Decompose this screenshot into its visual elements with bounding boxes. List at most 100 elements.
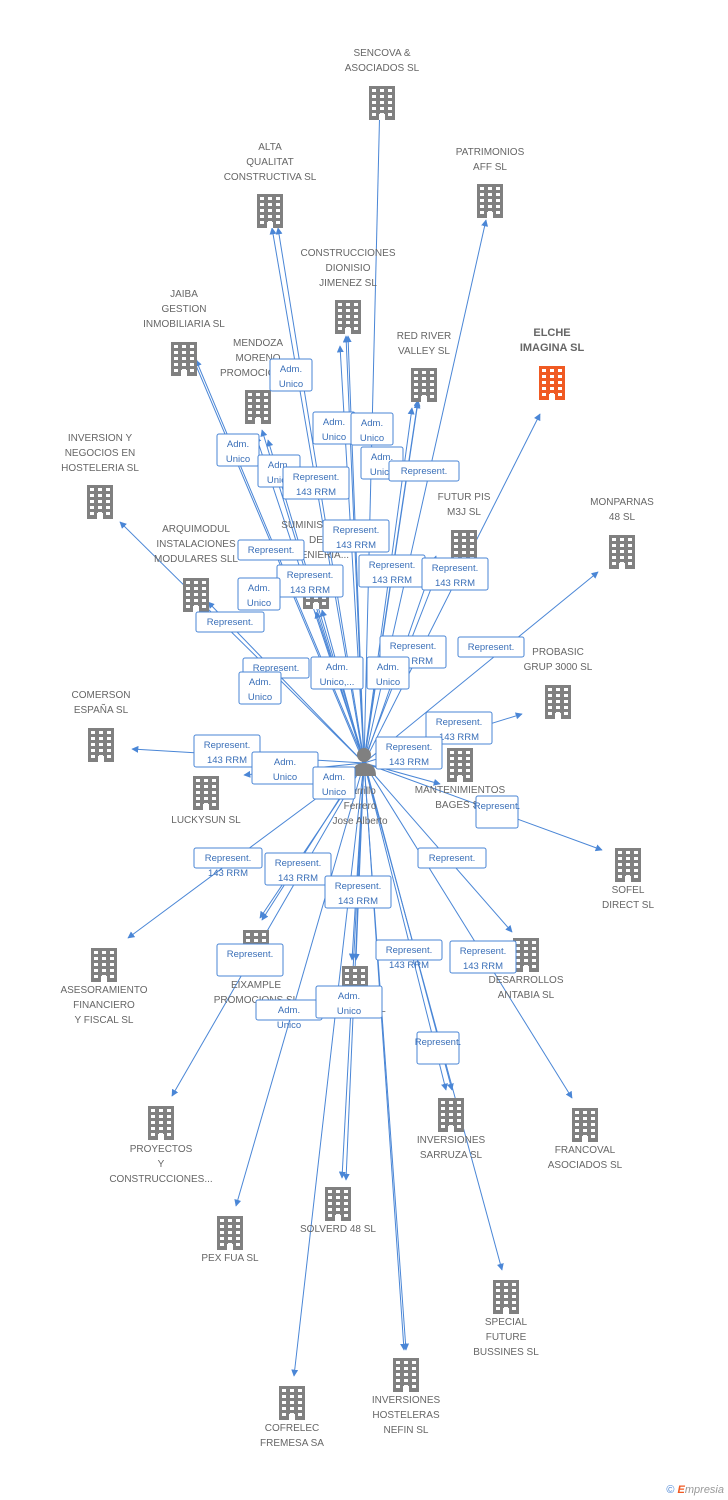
building-window xyxy=(190,357,194,360)
person-name: Jose Alberto xyxy=(332,816,387,827)
relation-label[interactable]: Adm.Unico xyxy=(312,766,356,800)
company-node-proyectos[interactable]: PROYECTOSYCONSTRUCCIONES... xyxy=(109,1106,213,1185)
relation-label[interactable]: Represent.143 RRM xyxy=(193,734,261,768)
building-window xyxy=(496,193,500,196)
building-window xyxy=(372,95,376,98)
building-window xyxy=(182,351,186,354)
relation-label[interactable]: Represent.143 RRM xyxy=(322,519,390,553)
relation-label[interactable]: Represent. xyxy=(195,611,265,633)
company-node-solverd[interactable]: SOLVERD 48 SL xyxy=(300,1187,376,1235)
company-name: BUSSINES SL xyxy=(473,1347,539,1358)
brand-logo[interactable]: Empresia xyxy=(677,1484,724,1496)
building-window xyxy=(159,1109,163,1112)
relation-label[interactable]: Represent.143 RRM xyxy=(375,939,443,971)
relation-label[interactable]: Represent. xyxy=(388,460,460,482)
building-window xyxy=(388,113,392,116)
building-window xyxy=(441,1125,445,1128)
building-window xyxy=(264,393,268,396)
relation-label[interactable]: Adm.Unico xyxy=(238,671,282,705)
building-window xyxy=(110,957,114,960)
building-window xyxy=(558,381,562,384)
relation-label[interactable]: Adm.Unico,... xyxy=(310,656,364,690)
building-window xyxy=(612,550,616,553)
relation-label[interactable]: Represent.143 RRM xyxy=(358,554,426,588)
relation-label[interactable]: Adm.Unico xyxy=(269,358,313,392)
building-window xyxy=(634,863,638,866)
building-icon xyxy=(148,1106,174,1140)
relation-label[interactable]: Represent. xyxy=(474,795,520,829)
building-window xyxy=(583,1123,587,1126)
relation-label[interactable]: Adm.Unico xyxy=(216,433,260,467)
company-name: Y FISCAL SL xyxy=(75,1015,134,1026)
building-window xyxy=(174,351,178,354)
company-node-pexfua[interactable]: PEX FUA SL xyxy=(201,1216,259,1264)
relation-label[interactable]: Represent.143 RRM xyxy=(449,940,517,974)
building-window xyxy=(388,107,392,110)
relation-label[interactable]: Adm.Unico xyxy=(251,751,319,785)
relation-label[interactable]: Adm.Unico xyxy=(350,412,394,446)
relation-label[interactable]: Represent.143 RRM xyxy=(276,564,344,598)
relation-label[interactable]: Adm.Unico xyxy=(315,985,383,1019)
relation-label-text: Unico xyxy=(322,432,346,443)
relation-label[interactable]: Adm.Unico xyxy=(237,577,281,611)
relation-label[interactable]: Adm.Unico xyxy=(255,999,323,1031)
relation-label[interactable]: Represent. xyxy=(415,1031,461,1065)
building-window xyxy=(212,797,216,800)
relation-label[interactable]: Represent.143 RRM xyxy=(193,847,263,879)
building-door xyxy=(345,328,351,334)
building-window xyxy=(449,1107,453,1110)
building-window xyxy=(612,538,616,541)
relation-label[interactable]: Represent.143 RRM xyxy=(425,711,493,745)
building-window xyxy=(372,107,376,110)
relation-label-text: Represent. xyxy=(468,642,514,653)
company-name: GRUP 3000 SL xyxy=(524,662,593,673)
relation-label[interactable]: Adm. Unico xyxy=(312,411,356,445)
relation-label[interactable]: Represent. xyxy=(417,847,487,869)
relation-label[interactable]: Represent.143 RRM xyxy=(421,557,489,591)
relation-label[interactable]: Represent.143 RRM xyxy=(282,466,350,500)
building-door xyxy=(457,776,463,782)
building-window xyxy=(404,1367,408,1370)
building-window xyxy=(204,785,208,788)
building-window xyxy=(583,1111,587,1114)
company-node-sencova[interactable]: SENCOVA &ASOCIADOS SL xyxy=(345,48,420,120)
company-name: SUMINISTROS xyxy=(281,520,351,531)
relation-label[interactable]: Represent. xyxy=(457,636,525,658)
building-window xyxy=(306,602,310,605)
relation-label[interactable]: Represent. xyxy=(237,539,305,561)
company-node-luckysun[interactable]: LUCKYSUN SL xyxy=(171,776,241,826)
company-name: HOSTELERIA SL xyxy=(61,463,139,474)
relation-label[interactable]: Adm.Unico xyxy=(366,656,410,690)
building-window xyxy=(336,1208,340,1211)
company-name: ASOCIADOS SL xyxy=(345,63,420,74)
building-window xyxy=(336,1190,340,1193)
relation-label[interactable]: Represent.143 RRM xyxy=(375,736,443,770)
relation-label[interactable]: Represent.143 RRM xyxy=(324,875,392,909)
relation-label-text: Adm. xyxy=(323,417,345,428)
relation-label[interactable]: Represent. xyxy=(216,943,284,977)
building-window xyxy=(422,389,426,392)
relation-label[interactable]: Represent.143 RRM xyxy=(264,852,332,886)
